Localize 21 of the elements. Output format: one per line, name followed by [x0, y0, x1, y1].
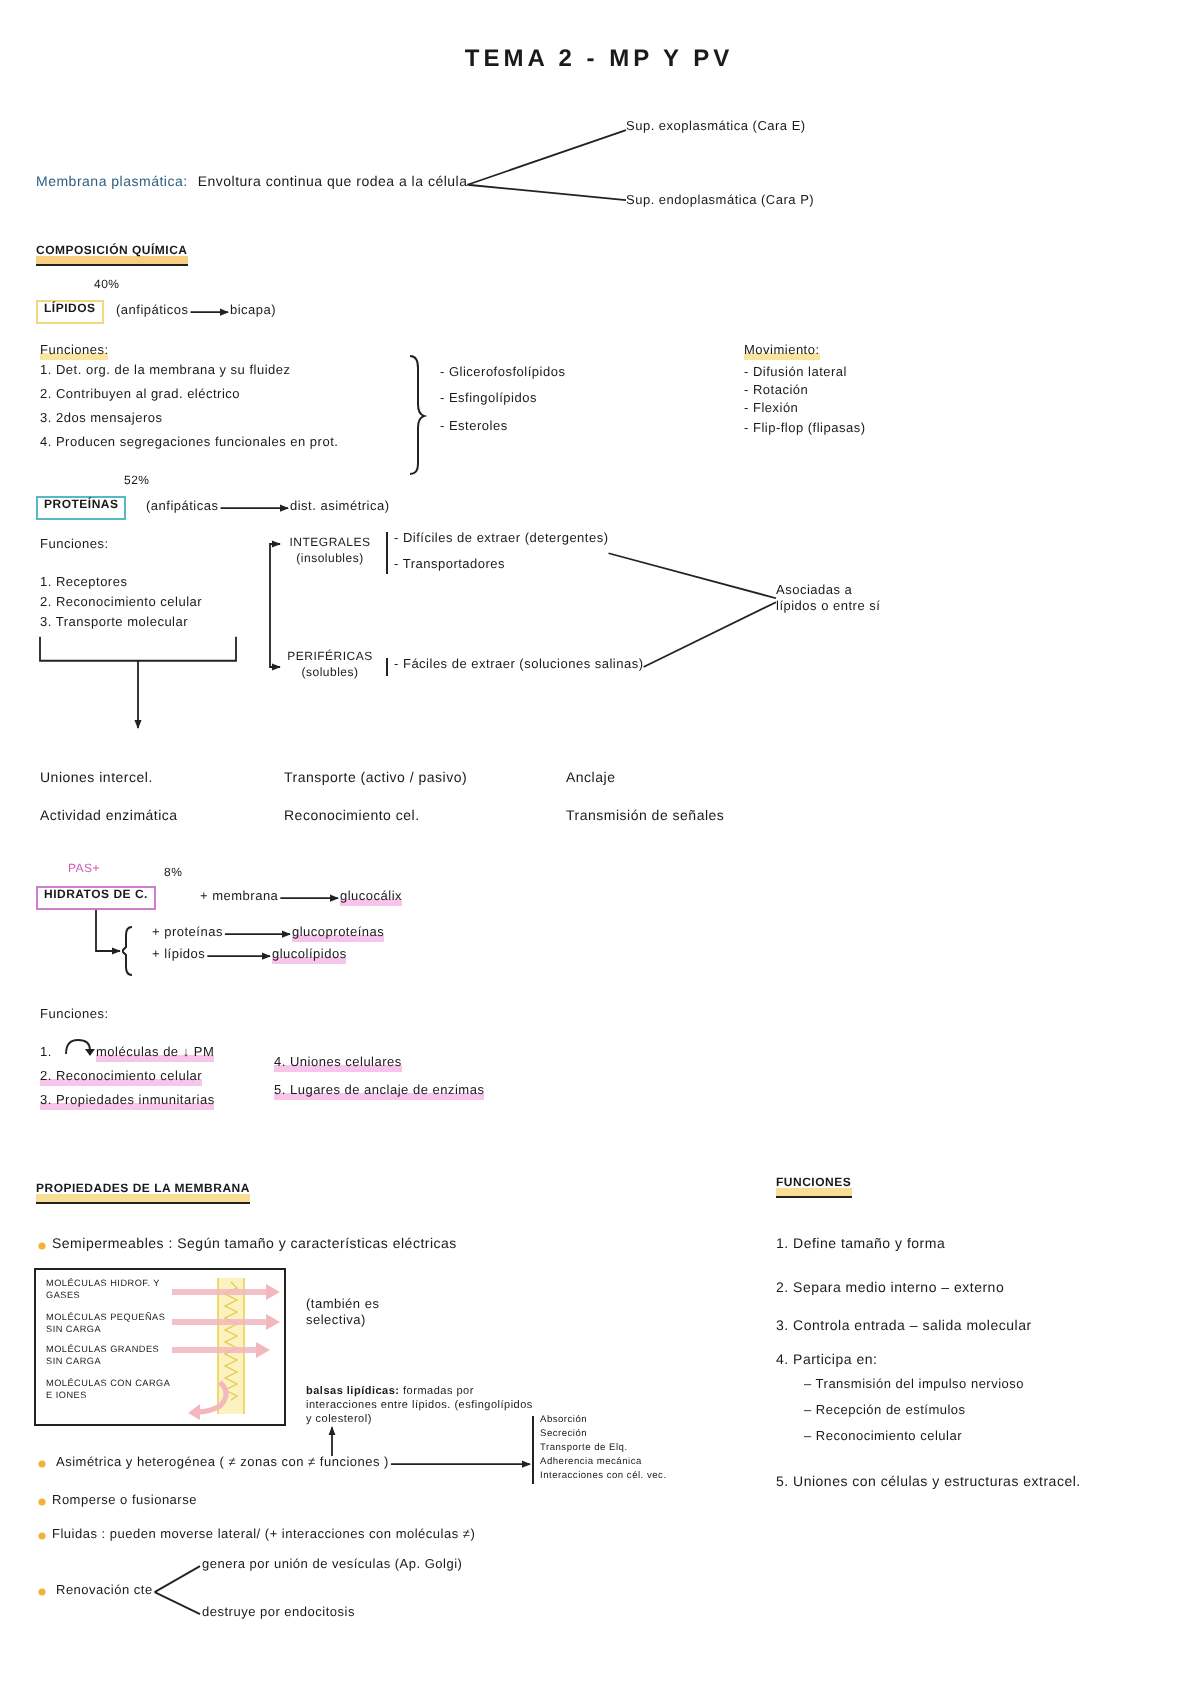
- heading-box: [36, 886, 156, 909]
- arrow: [279, 894, 339, 902]
- connector-line: [642, 601, 777, 668]
- arrow: [95, 908, 121, 955]
- arrow: [269, 540, 281, 671]
- connector-line: [153, 1565, 201, 1594]
- connector-line: [607, 552, 777, 600]
- arrow: [390, 1460, 531, 1468]
- permeability-box: [34, 1268, 286, 1426]
- connector-line: [466, 183, 627, 202]
- connector-line: [153, 1591, 201, 1616]
- arrow: [189, 308, 229, 316]
- arrow: [224, 930, 291, 938]
- page-title: TEMA 2 - MP Y PV: [464, 44, 734, 72]
- heading-box: [36, 496, 127, 519]
- arrow: [328, 1426, 336, 1457]
- arrow: [219, 504, 289, 512]
- heading-box: [36, 300, 104, 323]
- arrow: [39, 635, 237, 729]
- arrow: [206, 952, 271, 960]
- connector-line: [466, 129, 627, 186]
